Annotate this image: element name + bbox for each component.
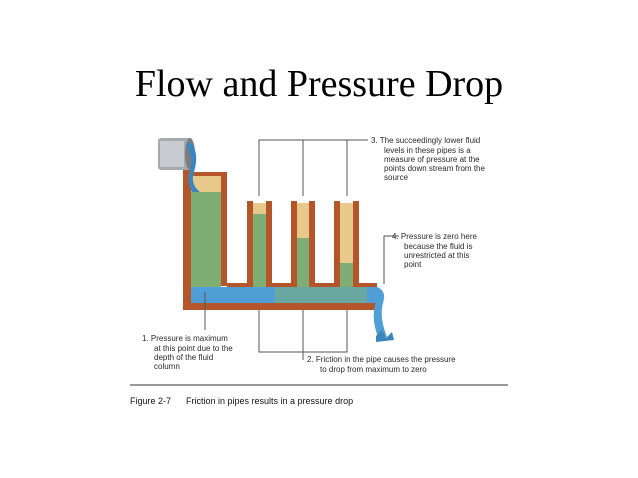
pipe-top-wall-1 [227,283,247,287]
standpipe-2-fluid [297,238,309,287]
callout-3: 3. The succeedingly lower fluid levels i… [371,136,485,182]
svg-text:point: point [404,260,422,269]
standpipe-3-air [340,203,353,263]
svg-text:unrestricted at this: unrestricted at this [404,251,469,260]
standpipe-2-wall-left [291,201,297,287]
leader-3 [258,139,368,196]
svg-text:4. Pressure is zero here: 4. Pressure is zero here [392,232,477,241]
svg-text:source: source [384,173,409,182]
standpipe-3-fluid [340,263,353,287]
outflow-stream [373,287,387,339]
svg-text:to drop from maximum to zero: to drop from maximum to zero [320,365,427,374]
tank-top-rim [191,172,221,176]
pipe-bottom-wall [183,303,379,310]
svg-text:Friction in pipes results in a: Friction in pipes results in a pressure … [186,396,353,406]
svg-text:levels in these pipes is a: levels in these pipes is a [384,146,471,155]
slide-title: Flow and Pressure Drop [134,63,504,105]
standpipe-3-wall-left [334,201,340,287]
pipe-fluid-green-tint [275,287,367,303]
pipe-top-wall-2 [272,283,291,287]
svg-text:measure of pressure at the: measure of pressure at the [384,155,480,164]
pipe-top-wall-3 [315,283,334,287]
apparatus [158,138,394,342]
bucket-icon [158,138,200,192]
svg-text:depth of the fluid: depth of the fluid [154,353,213,362]
callout-2: 2. Friction in the pipe causes the press… [307,355,456,374]
svg-text:points down stream from the: points down stream from the [384,164,485,173]
svg-text:3. The succeedingly lower flu: 3. The succeedingly lower fluid [371,136,480,145]
svg-text:Figure 2-7: Figure 2-7 [130,396,171,406]
standpipe-1-fluid [253,214,266,287]
pipe-top-wall-4 [359,283,377,287]
tank-air [191,176,221,192]
tank-left-wall [183,170,191,308]
svg-text:2. Friction in the pipe cause: 2. Friction in the pipe causes the press… [307,355,456,364]
standpipe-2-wall-right [309,201,315,287]
tank-right-wall [221,172,227,286]
standpipe-1-air [253,203,266,214]
standpipe-1-wall-left [247,201,253,287]
figure-caption: Figure 2-7 Friction in pipes results in … [130,396,353,406]
outflow-splash [376,330,394,342]
leader-4 [383,235,399,284]
svg-text:1. Pressure is maximum: 1. Pressure is maximum [142,334,228,343]
callout-1: 1. Pressure is maximum at this point due… [142,334,233,371]
standpipe-2-air [297,203,309,238]
standpipe-1-wall-right [266,201,272,287]
standpipe-3-wall-right [353,201,359,287]
svg-text:at this point due to the: at this point due to the [154,344,233,353]
svg-text:because the fluid is: because the fluid is [404,242,473,251]
tank-fluid [191,192,221,288]
leader-lines [204,139,399,360]
svg-text:column: column [154,362,180,371]
callout-4: 4. Pressure is zero here because the flu… [392,232,477,269]
